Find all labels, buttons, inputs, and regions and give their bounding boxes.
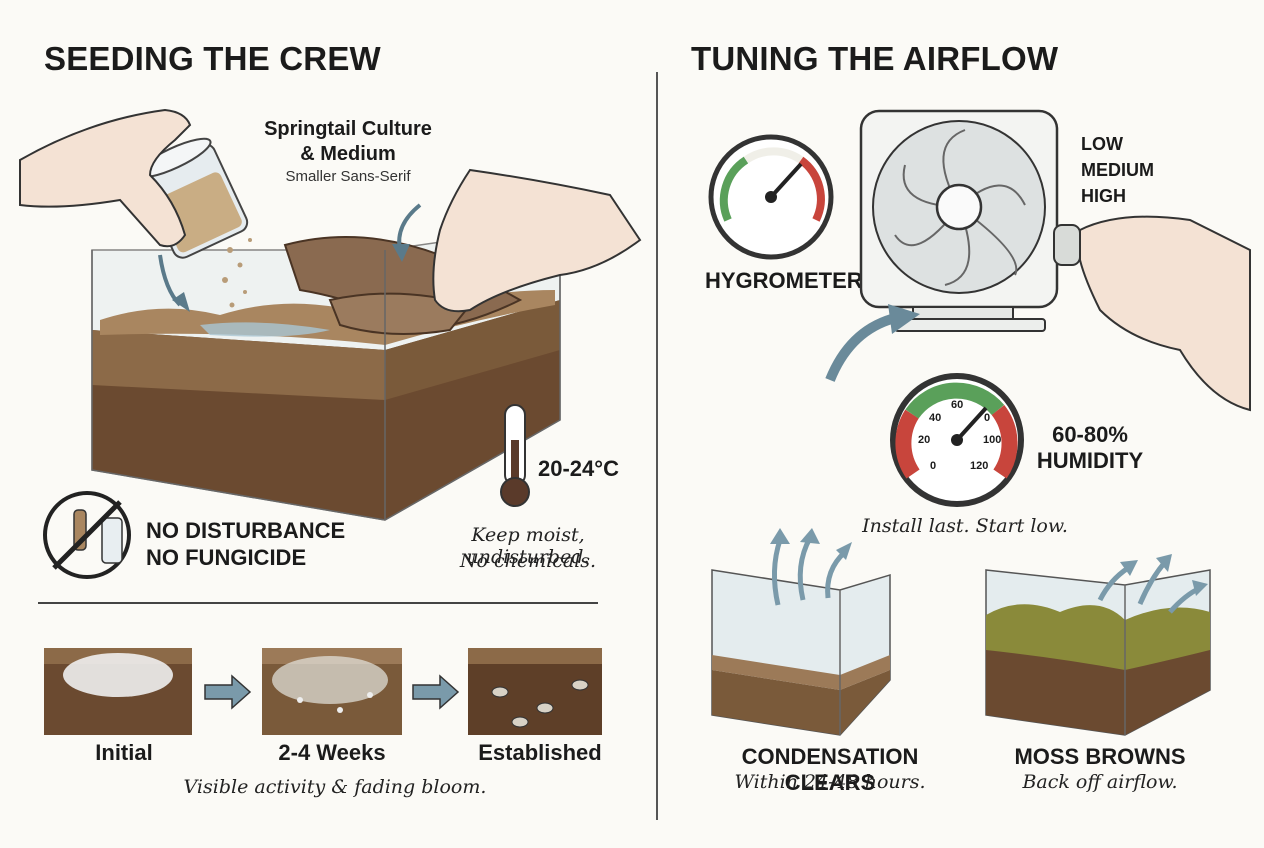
moss-note: Back off airflow.	[1022, 771, 1178, 793]
gauge-tick: 0	[930, 460, 937, 472]
stage-weeks-image	[262, 648, 402, 735]
moist-note: Keep moist, undisturbed.	[466, 524, 590, 568]
chemicals-note: No chemicals.	[459, 550, 597, 572]
gauge-tick: 0	[984, 412, 991, 424]
hand-knob-illustration	[1053, 215, 1251, 412]
stages-note: Visible activity & fading bloom.	[183, 776, 487, 798]
gauge-tick: 60	[951, 399, 964, 411]
gauge-tick: 120	[970, 460, 989, 472]
no-disturbance-label: NO DISTURBANCE	[146, 518, 346, 543]
no-tools-icon	[43, 491, 131, 579]
fan-icon	[859, 109, 1059, 332]
condensation-note: Within 24-48 hours.	[734, 771, 926, 793]
moss-title: MOSS BROWNS	[1014, 744, 1186, 769]
left-divider	[38, 602, 598, 604]
left-title: SEEDING THE CREW	[44, 40, 381, 77]
condensation-tank	[711, 528, 891, 736]
hygrometer-label: HYGROMETER	[705, 268, 863, 293]
fan-level-medium: MEDIUM	[1081, 160, 1154, 180]
stage-initial-label: Initial	[95, 740, 153, 765]
gauge-tick: 100	[983, 434, 1002, 446]
stage-established-image	[468, 648, 602, 735]
culture-label: Springtail Culture & Medium	[264, 118, 432, 165]
stage-sequence	[44, 648, 602, 735]
gauge-tick: 40	[929, 412, 942, 424]
moss-tank	[985, 554, 1211, 736]
culture-sublabel: Smaller Sans-Serif	[285, 168, 411, 185]
terrarium-illustration	[19, 108, 642, 521]
panel-divider	[656, 72, 658, 820]
right-title: TUNING THE AIRFLOW	[691, 40, 1059, 77]
condensation-title: CONDENSATION CLEARS	[741, 744, 919, 795]
gauge-tick: 20	[918, 434, 931, 446]
humidity-label: HUMIDITY	[1036, 448, 1144, 473]
stage-established-label: Established	[478, 740, 602, 765]
install-note: Install last. Start low.	[862, 515, 1068, 537]
stage-initial-image	[44, 648, 192, 735]
humidity-gauge	[890, 373, 1024, 507]
hygrometer-icon	[708, 134, 834, 260]
temperature-label: 20-24°C	[538, 456, 619, 481]
fan-level-low: LOW	[1081, 134, 1123, 154]
airflow-arrow-icon	[825, 304, 920, 382]
no-fungicide-label: NO FUNGICIDE	[146, 545, 307, 570]
stage-weeks-label: 2-4 Weeks	[278, 740, 386, 765]
fan-level-high: HIGH	[1081, 186, 1126, 206]
humidity-range: 60-80%	[1052, 422, 1128, 447]
